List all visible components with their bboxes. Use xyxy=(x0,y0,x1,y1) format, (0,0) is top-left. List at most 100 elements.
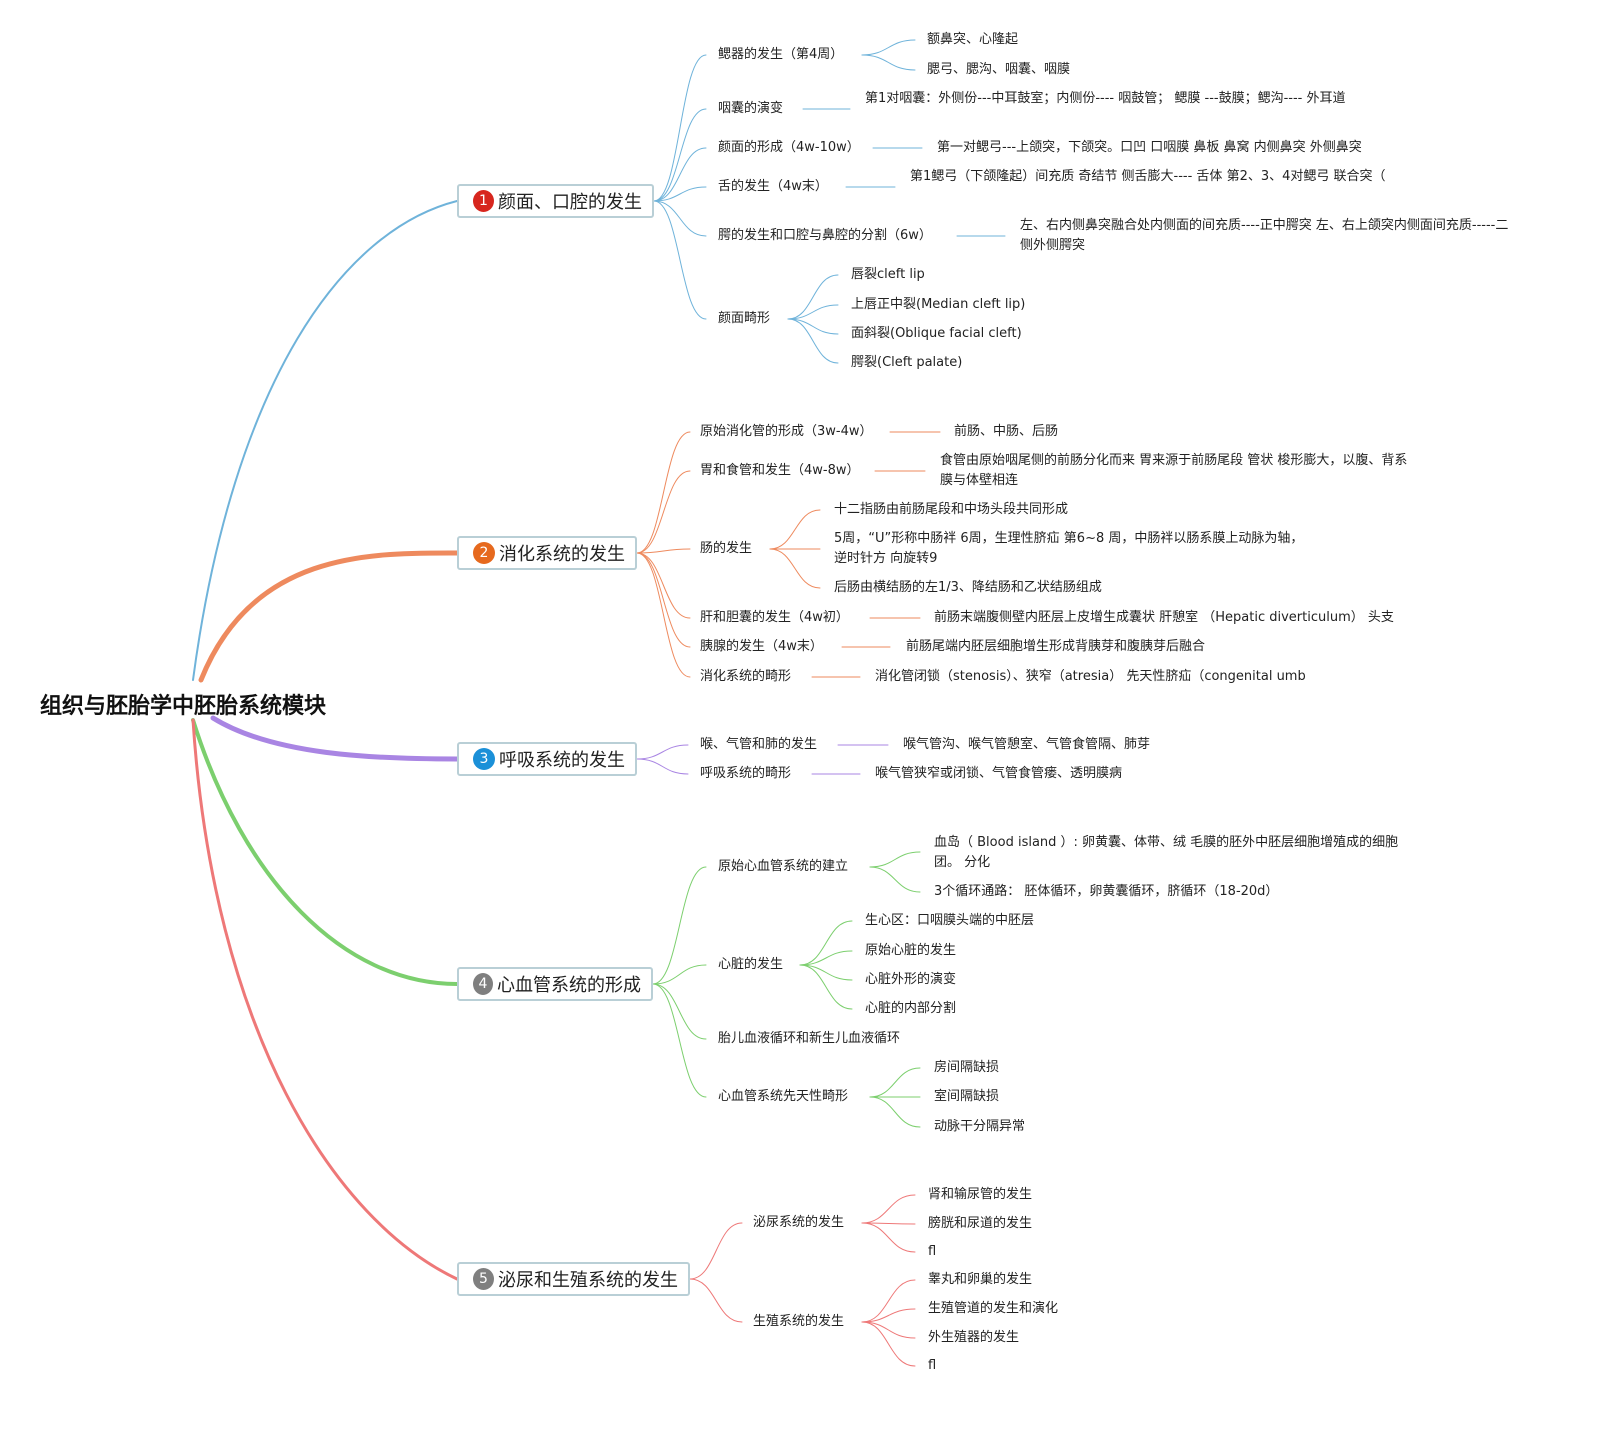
b1-n6-c3[interactable]: 面斜裂(Oblique facial cleft) xyxy=(851,326,1022,341)
b1-n6-fan-0 xyxy=(787,274,839,320)
b5-n2-c3[interactable]: 外生殖器的发生 xyxy=(928,1330,1020,1345)
b2-n1[interactable]: 原始消化管的形成（3w-4w） xyxy=(700,424,873,439)
b4-n2-c2[interactable]: 原始心脏的发生 xyxy=(865,943,957,958)
b5-n2-c4[interactable]: fl xyxy=(928,1358,937,1373)
b1-n6-c1[interactable]: 唇裂cleft lip xyxy=(851,267,925,282)
b5-n2-fan-3 xyxy=(861,1321,916,1367)
b1-fan-1 xyxy=(653,108,707,202)
b4-n2-c1[interactable]: 生心区：口咽膜头端的中胚层 xyxy=(865,913,1035,928)
branch-1-box[interactable]: 1 颜面、口腔的发生 xyxy=(457,184,654,218)
b4-n2-fan-3 xyxy=(799,964,853,1010)
b5-n2[interactable]: 生殖系统的发生 xyxy=(753,1314,845,1329)
branch-2-box[interactable]: 2 消化系统的发生 xyxy=(457,536,637,570)
b2-fan-4 xyxy=(636,552,691,648)
b2-n1-c1[interactable]: 前肠、中肠、后肠 xyxy=(954,424,1059,439)
b2-n3-fan-2 xyxy=(769,548,821,589)
b2-fan-2 xyxy=(636,548,691,554)
b1-n6-c4[interactable]: 腭裂(Cleft palate) xyxy=(851,355,963,370)
b2-n6[interactable]: 消化系统的畸形 xyxy=(700,669,792,684)
b2-n3-c3[interactable]: 后肠由横结肠的左1/3、降结肠和乙状结肠组成 xyxy=(834,580,1102,595)
b4-n1[interactable]: 原始心血管系统的建立 xyxy=(718,859,849,874)
b2-n5[interactable]: 胰腺的发生（4w末） xyxy=(700,639,823,654)
b1-n6[interactable]: 颜面畸形 xyxy=(718,311,771,326)
b4-n2-c3[interactable]: 心脏外形的演变 xyxy=(865,972,957,987)
b1-n1-c2[interactable]: 腮弓、腮沟、咽囊、咽膜 xyxy=(927,62,1071,77)
b5-n1-fan-0 xyxy=(861,1194,916,1224)
b4-n1-c1[interactable]: 血岛（ Blood island ）: 卵黄囊、体带、绒 毛膜的胚外中胚层细胞增… xyxy=(934,835,1399,870)
badge-5: 5 xyxy=(473,1268,494,1290)
b4-n4-fan-0 xyxy=(869,1067,921,1098)
b3-fan-1 xyxy=(636,758,689,775)
b1-n6-c2[interactable]: 上唇正中裂(Median cleft lip) xyxy=(851,297,1026,312)
b4-fan-2 xyxy=(652,983,707,1040)
b4-n2-fan-1 xyxy=(799,950,853,966)
b2-n2-c1[interactable]: 食管由原始咽尾侧的前肠分化而来 胃来源于前肠尾段 管状 梭形膨大，以腹、背系膜与… xyxy=(940,453,1408,488)
b5-n1-c2[interactable]: 膀胱和尿道的发生 xyxy=(928,1216,1033,1231)
b4-n3[interactable]: 胎儿血液循环和新生儿血液循环 xyxy=(718,1031,901,1046)
b1-n4[interactable]: 舌的发生（4w末） xyxy=(718,179,828,194)
b4-n4[interactable]: 心血管系统先天性畸形 xyxy=(718,1089,849,1104)
root-link-4 xyxy=(191,718,459,986)
b1-n5[interactable]: 腭的发生和口腔与鼻腔的分割（6w） xyxy=(718,228,932,243)
b2-fan-0 xyxy=(636,431,691,554)
b5-n2-c2[interactable]: 生殖管道的发生和演化 xyxy=(928,1301,1059,1316)
b5-n2-fan-0 xyxy=(861,1279,916,1323)
b1-n2[interactable]: 咽囊的演变 xyxy=(718,101,784,116)
b1-n1-fan-1 xyxy=(861,54,916,71)
branch-3-box[interactable]: 3 呼吸系统的发生 xyxy=(457,742,637,776)
b1-n3-c1[interactable]: 第一对鳃弓---上颌突，下颌突。口凹 口咽膜 鼻板 鼻窝 内侧鼻突 外侧鼻突 xyxy=(937,140,1362,155)
b2-n5-c1[interactable]: 前肠尾端内胚层细胞增生形成背胰芽和腹胰芽后融合 xyxy=(906,639,1206,654)
b4-n2-fan-2 xyxy=(799,964,853,981)
b2-n4-c1[interactable]: 前肠末端腹侧壁内胚层上皮增生成囊状 肝憩室 （Hepatic diverticu… xyxy=(934,610,1394,625)
b5-n1-c1[interactable]: 肾和输尿管的发生 xyxy=(928,1187,1033,1202)
b1-n1-c1[interactable]: 额鼻突、心隆起 xyxy=(927,32,1019,47)
b1-fan-3 xyxy=(653,186,707,202)
b1-n3[interactable]: 颜面的形成（4w-10w） xyxy=(718,140,860,155)
b1-fan-2 xyxy=(653,147,707,202)
b4-n1-fan-1 xyxy=(869,866,921,893)
b4-n2[interactable]: 心脏的发生 xyxy=(718,957,784,972)
b4-n4-c3[interactable]: 动脉干分隔异常 xyxy=(934,1119,1026,1134)
b4-n2-c4[interactable]: 心脏的内部分割 xyxy=(865,1001,957,1016)
b3-n1[interactable]: 喉、气管和肺的发生 xyxy=(700,737,818,752)
b1-n2-c1[interactable]: 第1对咽囊：外侧份---中耳鼓室；内侧份---- 咽鼓管； 鳃膜 ---鼓膜；鳃… xyxy=(865,91,1346,106)
b5-n1[interactable]: 泌尿系统的发生 xyxy=(753,1215,845,1230)
b1-n1[interactable]: 鳃器的发生（第4周） xyxy=(718,47,844,62)
b4-n1-c2[interactable]: 3个循环通路： 胚体循环，卵黄囊循环，脐循环（18-20d） xyxy=(934,884,1279,899)
b1-n6-fan-3 xyxy=(787,318,839,364)
b3-n2-c1[interactable]: 喉气管狭窄或闭锁、气管食管瘘、透明膜病 xyxy=(875,766,1123,781)
branch-3-label: 呼吸系统的发生 xyxy=(499,750,625,771)
b2-n3-c2[interactable]: 5周，“U”形称中肠袢 6周，生理性脐疝 第6~8 周，中肠袢以肠系膜上动脉为轴… xyxy=(834,531,1304,566)
b5-n2-fan-1 xyxy=(861,1308,916,1323)
b4-n1-fan-0 xyxy=(869,851,921,868)
b2-n3-c1[interactable]: 十二指肠由前肠尾段和中场头段共同形成 xyxy=(834,502,1069,517)
branch-5-box[interactable]: 5 泌尿和生殖系统的发生 xyxy=(457,1262,690,1296)
b4-fan-1 xyxy=(652,964,707,985)
b3-n1-c1[interactable]: 喉气管沟、喉气管憩室、气管食管隔、肺芽 xyxy=(903,737,1151,752)
b5-fan-0 xyxy=(689,1222,743,1280)
b5-n1-fan-2 xyxy=(861,1222,916,1253)
branch-4-box[interactable]: 4 心血管系统的形成 xyxy=(457,967,653,1001)
b4-n4-c2[interactable]: 室间隔缺损 xyxy=(934,1089,1000,1104)
b4-n2-fan-0 xyxy=(799,920,853,966)
b2-n2[interactable]: 胃和食管和发生（4w-8w） xyxy=(700,463,860,478)
branch-2-label: 消化系统的发生 xyxy=(499,544,625,565)
badge-2: 2 xyxy=(473,542,495,564)
b1-n5-c1[interactable]: 左、右内侧鼻突融合处内侧面的间充质----正中腭突 左、右上颌突内侧面间充质--… xyxy=(1020,218,1509,253)
b5-n2-c1[interactable]: 睾丸和卵巢的发生 xyxy=(928,1272,1033,1287)
badge-1: 1 xyxy=(473,190,494,212)
b5-n1-c3[interactable]: fl xyxy=(928,1244,937,1259)
b3-fan-0 xyxy=(636,744,689,760)
b2-n6-c1[interactable]: 消化管闭锁（stenosis）、狭窄（atresia） 先天性脐疝（congen… xyxy=(875,669,1306,684)
b3-n2[interactable]: 呼吸系统的畸形 xyxy=(700,766,792,781)
branch-1-label: 颜面、口腔的发生 xyxy=(498,192,642,213)
b4-n4-c1[interactable]: 房间隔缺损 xyxy=(934,1060,1000,1075)
b1-fan-5 xyxy=(653,200,707,320)
b1-n6-fan-2 xyxy=(787,318,839,335)
root-topic[interactable]: 组织与胚胎学中胚胎系统模块 xyxy=(40,694,327,719)
b1-n4-c1[interactable]: 第1鳃弓（下颌隆起）间充质 奇结节 侧舌膨大---- 舌体 第2、3、4对鳃弓 … xyxy=(910,169,1386,184)
b2-n4[interactable]: 肝和胆囊的发生（4w初） xyxy=(700,610,849,625)
b2-n3[interactable]: 肠的发生 xyxy=(700,541,753,556)
